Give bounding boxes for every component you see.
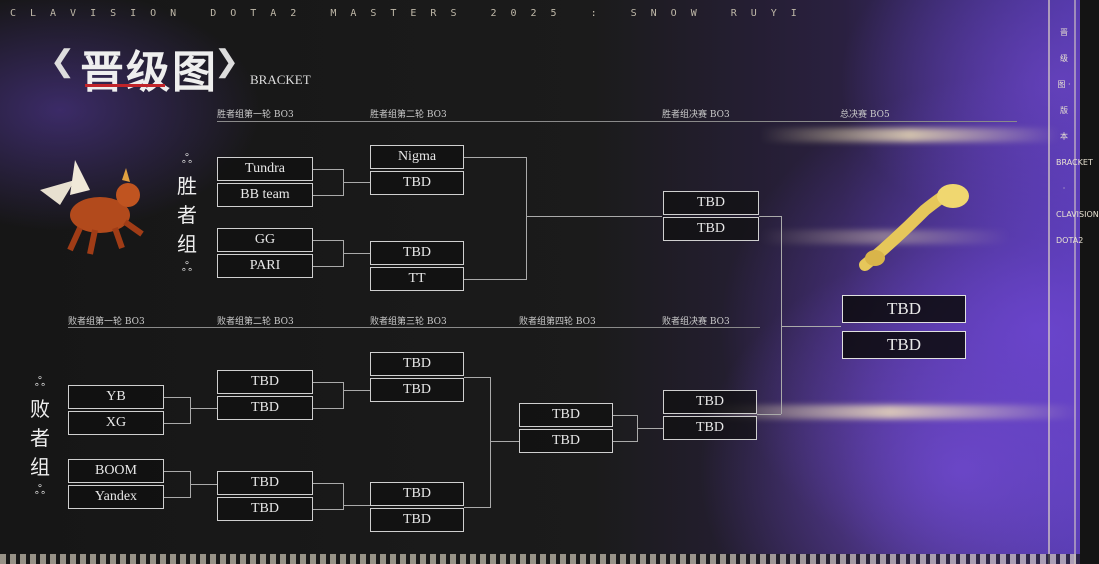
- team-slot: TBD: [217, 370, 313, 394]
- side-banner: 晋 级 图 · 版 本 BRACKET · CLAVISION DOTA2: [1056, 28, 1099, 245]
- grand-final-slot: TBD: [842, 295, 966, 323]
- team-slot: XG: [68, 411, 164, 435]
- cloud-ornament-icon: ஃ: [181, 152, 193, 167]
- divider-line: [68, 327, 760, 328]
- team-slot: TBD: [370, 378, 464, 402]
- bracket-connector: [164, 471, 190, 472]
- round-label: 败者组第二轮 BO3: [217, 317, 294, 327]
- bracket-connector: [313, 240, 343, 241]
- bracket-connector: [164, 423, 190, 424]
- team-slot: BB team: [217, 183, 313, 207]
- team-slot: TBD: [370, 482, 464, 506]
- bracket-connector: [313, 169, 343, 170]
- team-slot: Tundra: [217, 157, 313, 181]
- bracket-connector: [313, 483, 343, 484]
- bracket-connector: [313, 382, 343, 383]
- team-slot: TBD: [663, 217, 759, 241]
- bracket-connector: [343, 182, 370, 183]
- bracket-connector: [526, 157, 527, 280]
- bottom-border: [0, 554, 1080, 564]
- right-border: [1048, 0, 1080, 564]
- winners-group-label: 胜者组: [177, 174, 197, 256]
- bracket-connector: [343, 390, 370, 391]
- round-label: 败者组第四轮 BO3: [519, 317, 596, 327]
- light-streak: [760, 128, 1060, 142]
- cloud-ornament-icon: ❮: [50, 44, 76, 79]
- round-label: 总决赛 BO5: [840, 110, 890, 120]
- title-underline: [85, 84, 165, 87]
- round-label: 胜者组决赛 BO3: [662, 110, 730, 120]
- winged-horse-mascot-icon: [40, 160, 144, 255]
- team-slot: Nigma: [370, 145, 464, 169]
- cloud-ornament-icon: ஃ: [181, 260, 193, 275]
- bracket-connector: [190, 484, 217, 485]
- bracket-connector: [613, 415, 637, 416]
- top-banner: CLAVISION DOTA2 MASTERS 2025 : SNOW RUYI: [10, 8, 811, 19]
- bracket-connector: [781, 216, 782, 414]
- bracket-connector: [343, 382, 344, 409]
- round-label: 胜者组第二轮 BO3: [370, 110, 447, 120]
- cloud-ornament-icon: ஃ: [34, 483, 46, 498]
- team-slot: GG: [217, 228, 313, 252]
- bracket-connector: [464, 279, 526, 280]
- bracket-connector: [490, 377, 491, 508]
- team-slot: TBD: [370, 171, 464, 195]
- bracket-connector: [613, 441, 637, 442]
- bracket-connector: [637, 428, 663, 429]
- bracket-connector: [313, 195, 343, 196]
- bracket-connector: [343, 483, 344, 510]
- team-slot: TBD: [663, 416, 757, 440]
- team-slot: TT: [370, 267, 464, 291]
- bracket-connector: [313, 266, 343, 267]
- cloud-ornament-icon: ஃ: [34, 375, 46, 390]
- team-slot: TBD: [519, 429, 613, 453]
- round-label: 败者组第一轮 BO3: [68, 317, 145, 327]
- bracket-connector: [526, 216, 662, 217]
- losers-group-label: 败者组: [30, 397, 50, 479]
- right-border-inner: [1074, 0, 1076, 564]
- bracket-connector: [190, 408, 217, 409]
- round-label: 败者组第三轮 BO3: [370, 317, 447, 327]
- team-slot: PARI: [217, 254, 313, 278]
- grand-final-slot: TBD: [842, 331, 966, 359]
- bracket-connector: [343, 505, 370, 506]
- team-slot: BOOM: [68, 459, 164, 483]
- page-subtitle: BRACKET: [250, 72, 311, 87]
- round-label: 胜者组第一轮 BO3: [217, 110, 294, 120]
- light-streak: [700, 405, 1080, 419]
- team-slot: Yandex: [68, 485, 164, 509]
- page-title: 晋级图: [80, 47, 218, 98]
- round-label: 败者组决赛 BO3: [662, 317, 730, 327]
- bracket-connector: [313, 509, 343, 510]
- team-slot: TBD: [370, 352, 464, 376]
- light-streak: [760, 230, 1010, 244]
- divider-line: [217, 121, 1017, 122]
- cloud-ornament-icon: ❯: [214, 44, 240, 79]
- bracket-connector: [759, 216, 781, 217]
- team-slot: TBD: [663, 390, 757, 414]
- bracket-connector: [757, 414, 781, 415]
- ruyi-trophy-icon: [859, 184, 969, 271]
- team-slot: YB: [68, 385, 164, 409]
- bracket-connector: [781, 326, 841, 327]
- team-slot: TBD: [519, 403, 613, 427]
- bracket-connector: [464, 377, 490, 378]
- team-slot: TBD: [217, 396, 313, 420]
- bracket-connector: [343, 253, 370, 254]
- team-slot: TBD: [370, 508, 464, 532]
- team-slot: TBD: [370, 241, 464, 265]
- bracket-connector: [190, 397, 191, 424]
- bracket-connector: [164, 497, 190, 498]
- bracket-connector: [464, 157, 526, 158]
- bracket-connector: [164, 397, 190, 398]
- team-slot: TBD: [217, 497, 313, 521]
- team-slot: TBD: [663, 191, 759, 215]
- team-slot: TBD: [217, 471, 313, 495]
- bracket-connector: [464, 507, 490, 508]
- bracket-connector: [313, 408, 343, 409]
- bracket-connector: [490, 441, 519, 442]
